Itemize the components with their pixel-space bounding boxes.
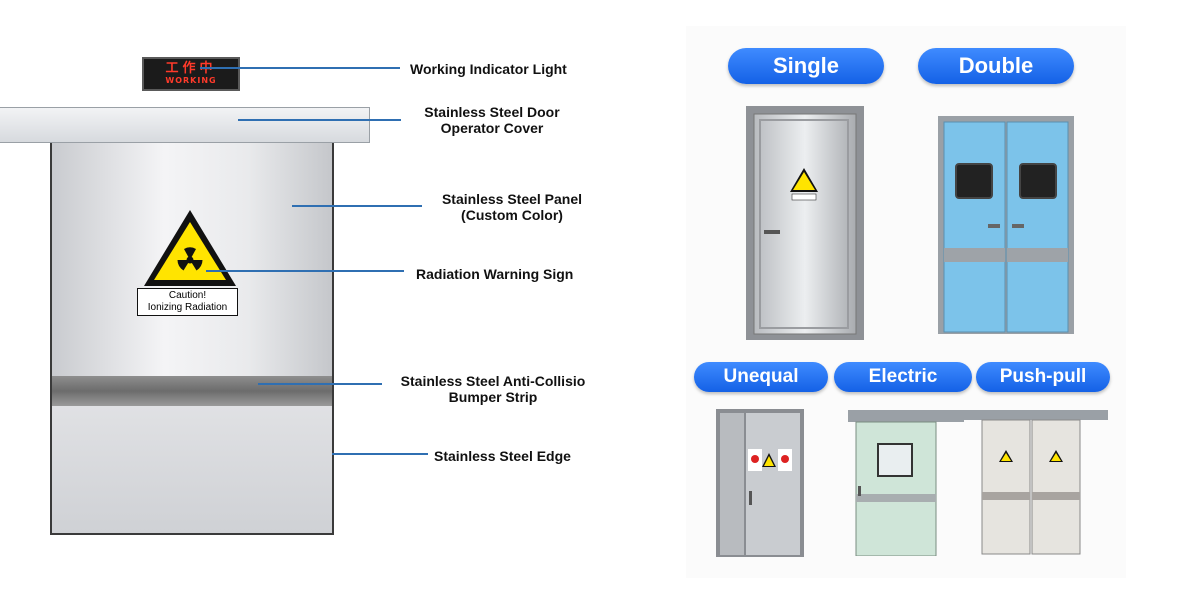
unequal-door-image <box>716 409 804 557</box>
working-indicator-light: 工作中 WORKING <box>142 57 240 91</box>
radiation-warning-icon <box>144 210 236 286</box>
label-operator-cover-line-2: Operator Cover <box>440 120 544 136</box>
door-panel <box>50 143 334 535</box>
caution-line-2: Ionizing Radiation <box>147 302 228 313</box>
label-operator-cover-line-1: Stainless Steel Door <box>424 104 560 120</box>
label-working-indicator-light: Working Indicator Light <box>410 61 567 77</box>
type-badge-unequal: Unequal <box>694 362 828 392</box>
type-badge-push-pull: Push-pull <box>976 362 1110 392</box>
double-door-image <box>938 116 1074 334</box>
type-badge-electric: Electric <box>834 362 972 392</box>
bumper-strip <box>52 376 332 406</box>
door-types-catalog: Single Double Unequal Electri <box>686 26 1126 578</box>
caution-sign: Caution! Ionizing Radiation <box>137 288 238 316</box>
label-steel-panel-line-1: Stainless Steel Panel <box>441 191 583 207</box>
label-bumper-strip-line-1: Stainless Steel Anti-Collisio <box>400 373 586 389</box>
label-radiation-warning-sign: Radiation Warning Sign <box>416 266 574 282</box>
door-component-diagram: 工作中 WORKING Caution! Ionizing Radiation … <box>0 57 598 535</box>
type-badge-double: Double <box>918 48 1074 84</box>
label-bumper-strip-line-2: Bumper Strip <box>448 389 538 405</box>
label-bumper-strip: Stainless Steel Anti-Collisio Bumper Str… <box>388 373 598 405</box>
caution-line-1: Caution! <box>168 290 207 301</box>
leader-line-edge <box>332 453 428 455</box>
indicator-english-text: WORKING <box>165 76 217 85</box>
leader-line-working-light <box>200 67 400 69</box>
single-door-image <box>746 106 864 340</box>
leader-line-panel <box>292 205 422 207</box>
indicator-chinese-text: 工作中 <box>165 61 217 76</box>
label-steel-edge: Stainless Steel Edge <box>434 448 571 464</box>
leader-line-operator-cover <box>238 119 401 121</box>
push-pull-door-image <box>962 410 1108 555</box>
door-operator-cover <box>0 107 370 143</box>
leader-line-bumper <box>258 383 382 385</box>
label-steel-panel-line-2: (Custom Color) <box>461 207 563 223</box>
leader-line-warning-sign <box>206 270 404 272</box>
type-badge-single: Single <box>728 48 884 84</box>
label-operator-cover: Stainless Steel Door Operator Cover <box>412 104 572 136</box>
label-steel-panel: Stainless Steel Panel (Custom Color) <box>432 191 592 223</box>
electric-door-image <box>848 410 964 556</box>
